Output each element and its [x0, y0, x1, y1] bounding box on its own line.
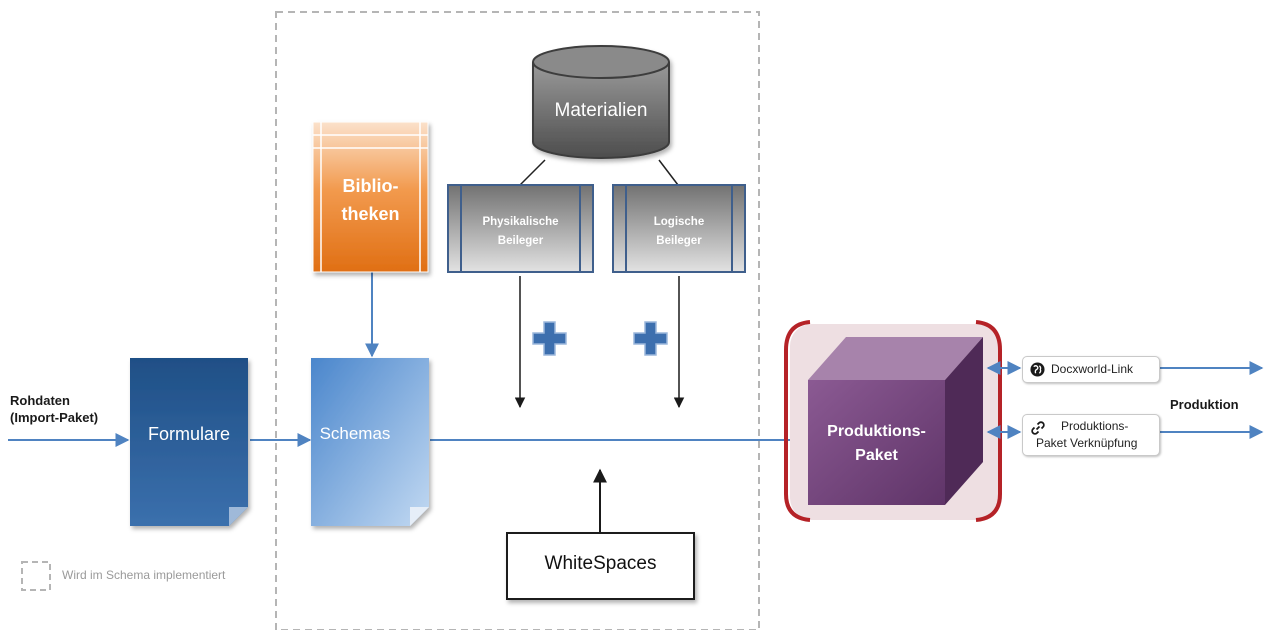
schema-region-border: [275, 11, 760, 630]
link-icon: [1031, 421, 1045, 435]
docxworld-link-label: Docxworld-Link: [1051, 362, 1134, 376]
logische-label-line1: Logische: [653, 216, 705, 228]
paket-bracket-right: [975, 320, 1002, 522]
materialien-label: Materialien: [554, 100, 648, 121]
logische-label: Logische Beileger: [626, 213, 732, 251]
verknuepfung-chip[interactable]: Produktions- Paket Verknüpfung: [1022, 414, 1160, 456]
input-label-line2: (Import-Paket): [10, 410, 99, 425]
paket-label-line2: Paket: [855, 447, 898, 464]
plus-icon: [633, 321, 668, 356]
produktions-paket-cube: [808, 337, 983, 505]
paket-bracket-left: [784, 320, 811, 522]
formulare-document-shape: [130, 358, 248, 526]
verknuepfung-label-line2: Paket Verknüpfung: [1036, 436, 1138, 450]
materialien-connector-right: [658, 159, 679, 186]
bibliotheken-label: Biblio- theken: [313, 172, 428, 228]
schemas-document-shape: [311, 358, 429, 526]
materialien-connector-left: [519, 159, 546, 186]
schemas-label: Schemas: [319, 424, 391, 443]
legend-label: Wird im Schema implementiert: [62, 568, 226, 582]
whitespaces-box: [506, 532, 695, 600]
physikalische-label-line2: Beileger: [497, 235, 544, 247]
paket-label: Produktions- Paket: [808, 420, 945, 468]
logische-label-line2: Beileger: [656, 235, 702, 247]
materialien-database-icon: [532, 45, 670, 159]
verknuepfung-label-line1: Produktions-: [1061, 419, 1129, 433]
formulare-label: Formulare: [147, 424, 231, 444]
physikalische-label: Physikalische Beileger: [461, 213, 580, 251]
logische-beileger-shape: [612, 184, 746, 273]
bibliotheken-shape: [312, 121, 429, 273]
paket-label-line1: Produktions-: [827, 423, 926, 440]
input-label: Rohdaten (Import-Paket): [10, 392, 98, 426]
legend-dashed-square: [21, 561, 51, 591]
whitespaces-label: WhiteSpaces: [544, 553, 657, 574]
physikalische-label-line1: Physikalische: [482, 216, 559, 228]
bibliotheken-label-line1: Biblio-: [342, 176, 399, 196]
input-label-line1: Rohdaten: [10, 393, 70, 408]
output-label: Produktion: [1170, 397, 1239, 412]
globe-icon: [1030, 362, 1045, 377]
bibliotheken-label-line2: theken: [341, 204, 400, 224]
plus-icon: [532, 321, 567, 356]
docxworld-link-chip[interactable]: Docxworld-Link: [1022, 356, 1160, 383]
physikalische-beileger-shape: [447, 184, 594, 273]
